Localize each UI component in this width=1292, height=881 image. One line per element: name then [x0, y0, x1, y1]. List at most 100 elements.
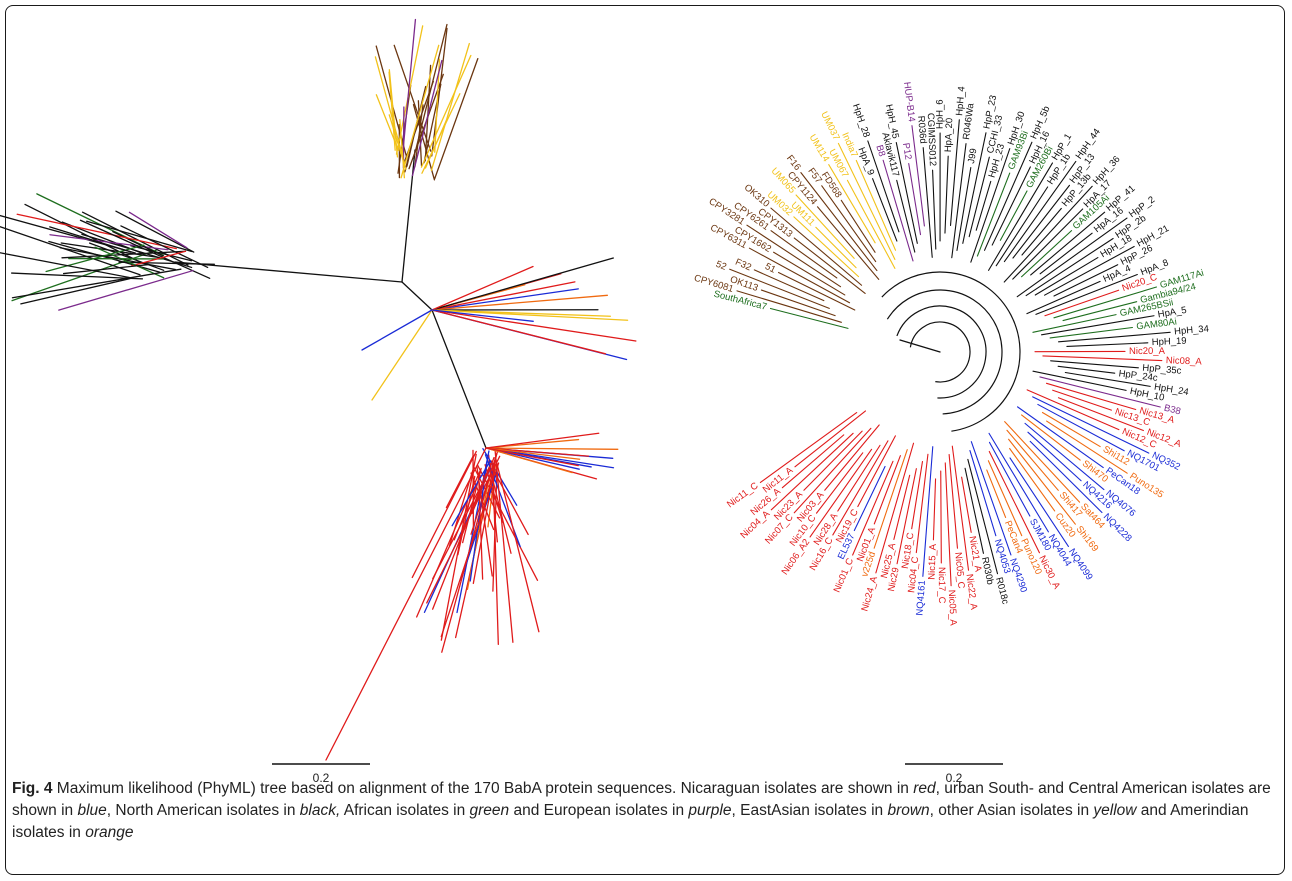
leaf-label: R036d	[915, 115, 928, 144]
leaf-branch	[748, 247, 851, 304]
leaf-label: HpP_24c	[1118, 368, 1158, 384]
leaf-label: Nic08_A	[1166, 355, 1203, 367]
leaf-branch	[961, 476, 972, 533]
leaf-branch	[872, 178, 898, 242]
leaf-branch	[837, 142, 896, 260]
leaf-branch	[770, 230, 838, 279]
caption-run: and Amerindian isolates in	[12, 802, 1249, 841]
leaf-branch	[911, 125, 925, 227]
leaf-label: P12	[900, 142, 914, 160]
leaf-branch	[922, 147, 933, 258]
caption-color-term: brown	[887, 802, 930, 819]
leaf-branch	[852, 460, 894, 556]
caption-color-term: orange	[85, 824, 134, 841]
leaf-branch	[1012, 184, 1070, 259]
leaf-branch	[983, 141, 1033, 251]
leaf-branch	[746, 224, 842, 288]
leaf-branch	[1029, 440, 1103, 514]
leaf-label: HpA_5	[1157, 305, 1187, 321]
leaf-branch	[417, 100, 423, 167]
leaf-branch	[736, 290, 842, 323]
leaf-branch	[130, 250, 187, 267]
leaf-branch	[494, 447, 514, 643]
leaf-branch	[89, 242, 165, 271]
leaf-branch	[471, 456, 495, 514]
leaf-branch	[470, 448, 499, 535]
leaf-branch	[421, 93, 461, 174]
leaf-label: HpH_19	[1152, 336, 1187, 349]
leaf-branch	[431, 265, 534, 311]
leaf-branch	[1009, 457, 1069, 547]
leaf-branch	[11, 272, 144, 280]
leaf-branch	[777, 271, 856, 311]
leaf-branch	[1030, 211, 1106, 276]
leaf-branch	[944, 462, 952, 587]
leaf-branch	[893, 474, 911, 540]
tree-arc	[896, 305, 987, 399]
caption-run: , EastAsian isolates in	[731, 802, 888, 819]
leaf-branch	[399, 119, 406, 179]
leaf-branch	[832, 440, 889, 536]
leaf-branch	[1016, 406, 1104, 469]
leaf-branch	[793, 216, 860, 278]
caption-run: African isolates in	[340, 802, 470, 819]
leaf-branch	[1006, 429, 1059, 491]
leaf-branch	[1026, 280, 1101, 315]
figure-number: Fig. 4	[12, 780, 53, 797]
leaf-label: B8	[873, 144, 887, 158]
leaf-branch	[853, 465, 886, 532]
tree-arc	[881, 271, 1021, 432]
leaf-branch	[753, 269, 825, 302]
leaf-branch	[430, 42, 470, 172]
leaf-branch	[86, 220, 193, 253]
leaf-branch	[128, 211, 188, 249]
leaf-branch	[970, 148, 1011, 263]
leaf-branch	[988, 441, 1031, 517]
leaf-branch	[16, 213, 177, 250]
leaf-branch	[932, 478, 937, 541]
leaf-branch	[457, 475, 476, 556]
scale-bar-right: 0.2	[905, 763, 1003, 785]
leaf-branch	[412, 103, 436, 181]
leaf-branch	[59, 247, 177, 271]
leaf-branch	[1046, 420, 1128, 474]
tree-arc	[886, 289, 1003, 415]
leaf-branch	[485, 447, 573, 474]
caption-color-term: green	[469, 802, 510, 819]
leaf-branch	[846, 179, 896, 269]
leaf-label: NQ4161	[914, 580, 928, 616]
leaf-branch	[1003, 185, 1093, 283]
leaf-label: HpH_6	[935, 99, 946, 129]
leaf-label: Nic05_C	[952, 552, 966, 589]
leaf-branch	[824, 424, 880, 491]
leaf-branch	[828, 163, 876, 244]
scale-bar-label: 0.2	[313, 771, 330, 785]
leaf-branch	[431, 309, 637, 342]
leaf-branch	[440, 453, 477, 641]
leaf-branch	[873, 449, 908, 549]
leaf-branch	[956, 167, 972, 251]
leaf-branch	[760, 289, 836, 317]
leaf-branch	[388, 71, 396, 151]
leaf-branch	[948, 454, 959, 549]
leaf-branch	[1052, 389, 1112, 411]
caption-run: Maximum likelihood (PhyML) tree based on…	[52, 780, 914, 797]
leaf-branch	[45, 244, 145, 273]
leaf-label: HpH_28	[850, 102, 872, 139]
caption-color-term: red	[913, 780, 936, 797]
leaf-branch	[895, 141, 918, 244]
leaf-branch	[1021, 207, 1062, 256]
leaf-branch	[112, 230, 164, 257]
leaf-branch	[1045, 382, 1137, 411]
caption-color-term: yellow	[1093, 802, 1137, 819]
leaf-branch	[1024, 422, 1105, 491]
leaf-branch	[1042, 355, 1163, 362]
leaf-branch	[1021, 414, 1081, 461]
leaf-branch	[426, 455, 501, 604]
leaf-branch	[1058, 331, 1171, 343]
leaf-branch	[1027, 431, 1082, 482]
leaf-branch	[420, 54, 472, 168]
leaf-branch	[434, 57, 479, 180]
leaf-branch	[951, 143, 967, 259]
